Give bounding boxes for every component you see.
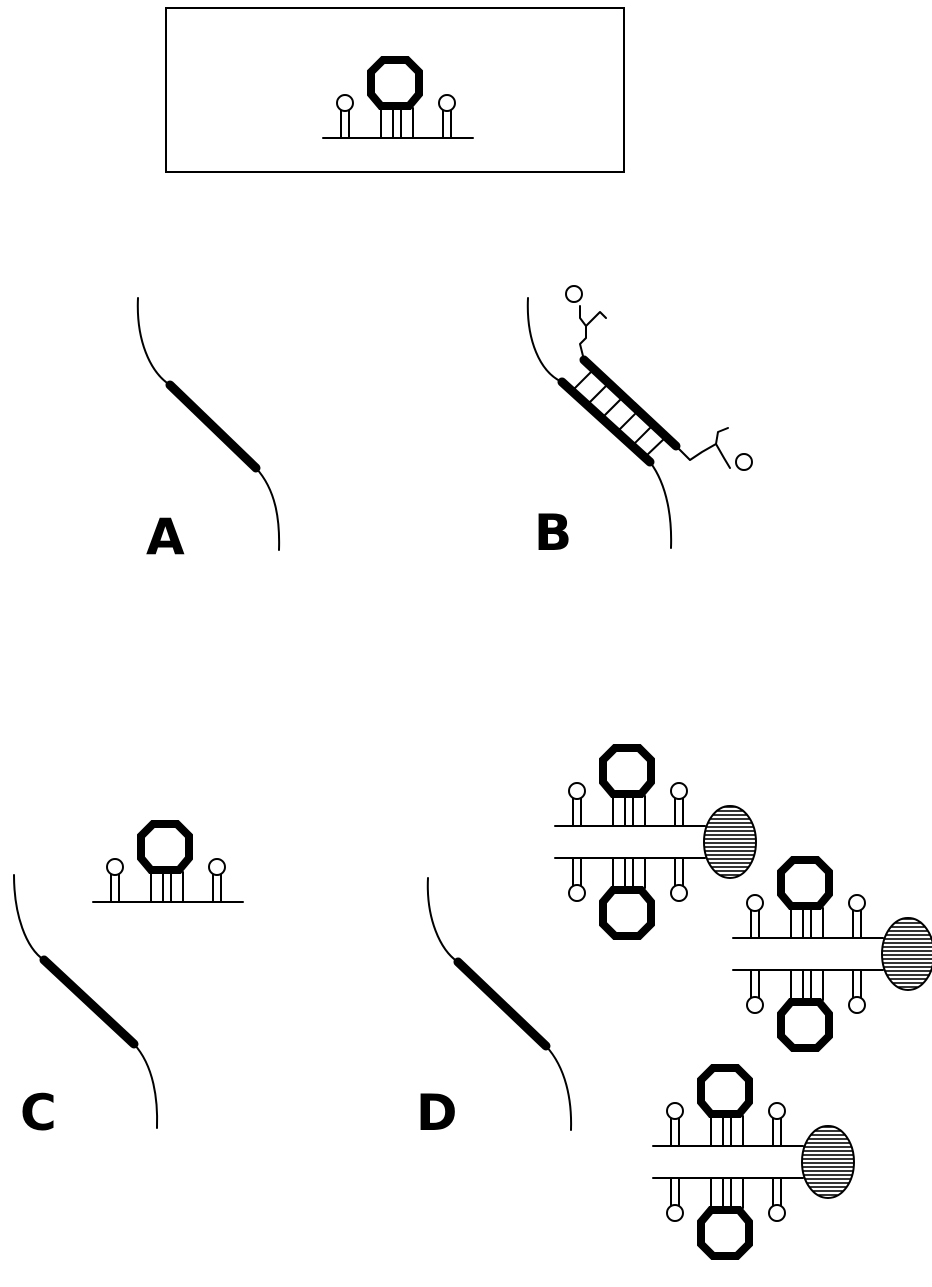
panel-a-strand-top [138,298,170,385]
reference-molecule-box [166,8,624,172]
panel-c-label: C [20,1084,57,1142]
panel-d-strand-bottom [546,1046,571,1130]
panel-c-strand-bottom [134,1044,157,1128]
panel-d: D [416,748,932,1256]
panel-d-label: D [416,1084,458,1142]
panel-b-label: B [534,504,572,562]
panel-a-target-segment [170,385,256,468]
panel-b: B [528,286,752,562]
panel-d-target-segment [458,962,546,1046]
panel-d-complex-3 [653,1068,854,1256]
panel-b-target-segment [562,382,650,462]
panel-c-free-probe [93,824,243,902]
panel-b-bound-probe [584,360,676,446]
panel-b-upper-tail [580,306,586,360]
reference-frame [166,8,624,172]
panel-b-lower-loop [736,454,752,470]
panel-c-target-segment [44,960,134,1044]
panel-a: A [138,298,279,566]
panel-c-strand-top [14,875,44,960]
panel-d-complex-1 [555,748,756,936]
panel-b-strand-top [528,298,562,382]
panel-c: C [14,824,243,1142]
panel-d-complex-2 [733,860,932,1048]
panel-b-lower-fork [716,444,730,468]
panel-b-base-pairs [572,369,666,457]
panel-b-upper-loop [566,286,582,302]
panel-b-strand-bottom [650,462,671,548]
reference-molecule [323,60,473,138]
panel-a-strand-bottom [256,468,279,550]
panel-d-strand-top [428,878,458,962]
panel-b-lower-tail [676,428,728,460]
panel-b-upper-fork [586,312,606,326]
panel-a-label: A [146,508,185,566]
